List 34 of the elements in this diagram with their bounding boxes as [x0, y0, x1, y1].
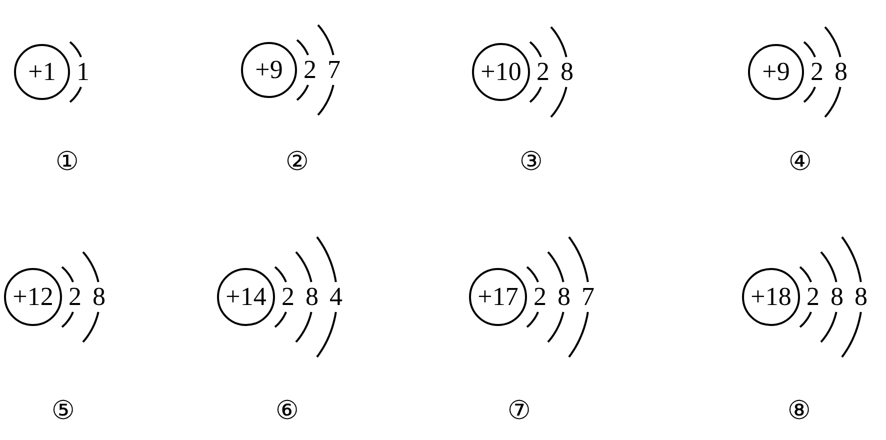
- atom-number-label: ⑧: [788, 396, 810, 426]
- electron-count: 2: [282, 282, 294, 312]
- nucleus-circle: +1: [14, 44, 70, 100]
- electron-count: 1: [76, 57, 90, 87]
- electron-count: 2: [806, 282, 820, 312]
- atom-number-label: ③: [520, 147, 542, 177]
- electron-count: 8: [92, 282, 106, 312]
- electron-count: 8: [834, 57, 848, 87]
- atom-number-label: ②: [286, 147, 308, 177]
- electron-count: 8: [306, 282, 318, 312]
- electron-count: 7: [582, 282, 594, 312]
- electron-count: 4: [330, 282, 342, 312]
- atom-number-label: ⑤: [52, 396, 74, 426]
- atom-number-label: ⑥: [276, 396, 298, 426]
- nucleus-circle: +9: [748, 44, 804, 100]
- electron-count: 8: [854, 282, 868, 312]
- electron-count: 2: [534, 282, 546, 312]
- atom-number-label: ④: [788, 147, 812, 177]
- atom-number-label: ①: [56, 147, 78, 177]
- nucleus-circle: +12: [4, 268, 62, 326]
- electron-count: 8: [558, 282, 570, 312]
- electron-count: 7: [328, 55, 340, 85]
- electron-count: 8: [560, 57, 574, 87]
- electron-count: 2: [68, 282, 82, 312]
- electron-count: 2: [536, 57, 550, 87]
- electron-count: 8: [830, 282, 844, 312]
- electron-count: 2: [304, 55, 316, 85]
- nucleus-circle: +18: [742, 268, 800, 326]
- atom-number-label: ⑦: [508, 396, 530, 426]
- nucleus-circle: +10: [472, 43, 530, 101]
- nucleus-circle: +17: [469, 268, 527, 326]
- electron-count: 2: [810, 57, 824, 87]
- nucleus-circle: +14: [217, 268, 275, 326]
- nucleus-circle: +9: [241, 42, 297, 98]
